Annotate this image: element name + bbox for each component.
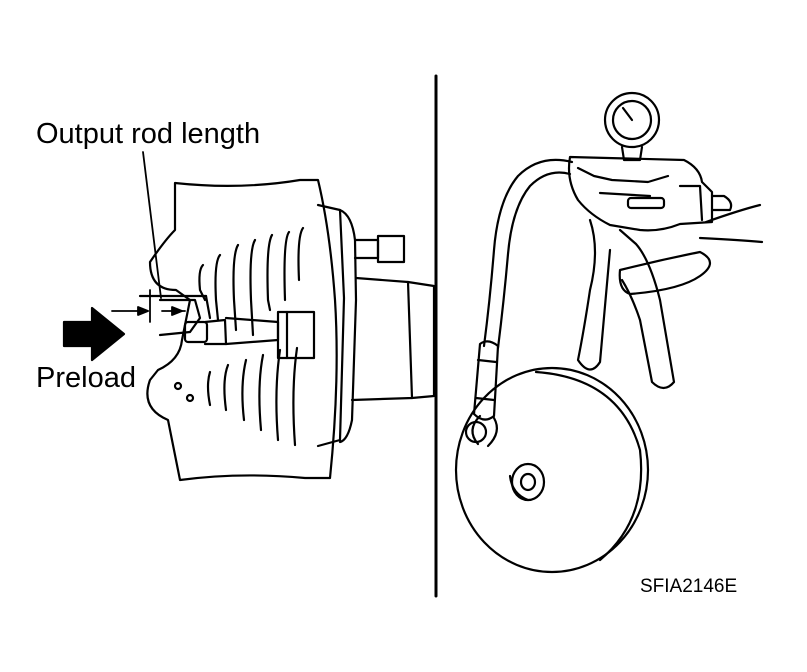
- vacuum-hose: [482, 158, 574, 348]
- figure-code-label: SFIA2146E: [640, 576, 738, 597]
- preload-label: Preload: [36, 362, 136, 394]
- mounting-flange: [350, 276, 414, 402]
- pump-handle: [576, 218, 612, 371]
- output-rod-length-label: Output rod length: [36, 118, 261, 150]
- output-rod-assembly: [138, 294, 316, 360]
- dimension-markers: [111, 151, 186, 323]
- booster-round: [454, 366, 650, 574]
- booster-shell: [146, 178, 338, 482]
- diaphragm-ribs: [173, 226, 305, 447]
- booster-rear-plate: [316, 203, 346, 448]
- vacuum-pump-illustration: [454, 91, 764, 574]
- pump-trigger: [618, 228, 676, 390]
- preload-arrow: [62, 306, 126, 362]
- vacuum-gauge: [603, 91, 661, 149]
- mounting-stud: [353, 238, 380, 260]
- pump-body: [567, 155, 714, 232]
- brake-booster-illustration: [111, 151, 436, 482]
- hand: [618, 203, 764, 296]
- hose-coupler: [472, 340, 500, 421]
